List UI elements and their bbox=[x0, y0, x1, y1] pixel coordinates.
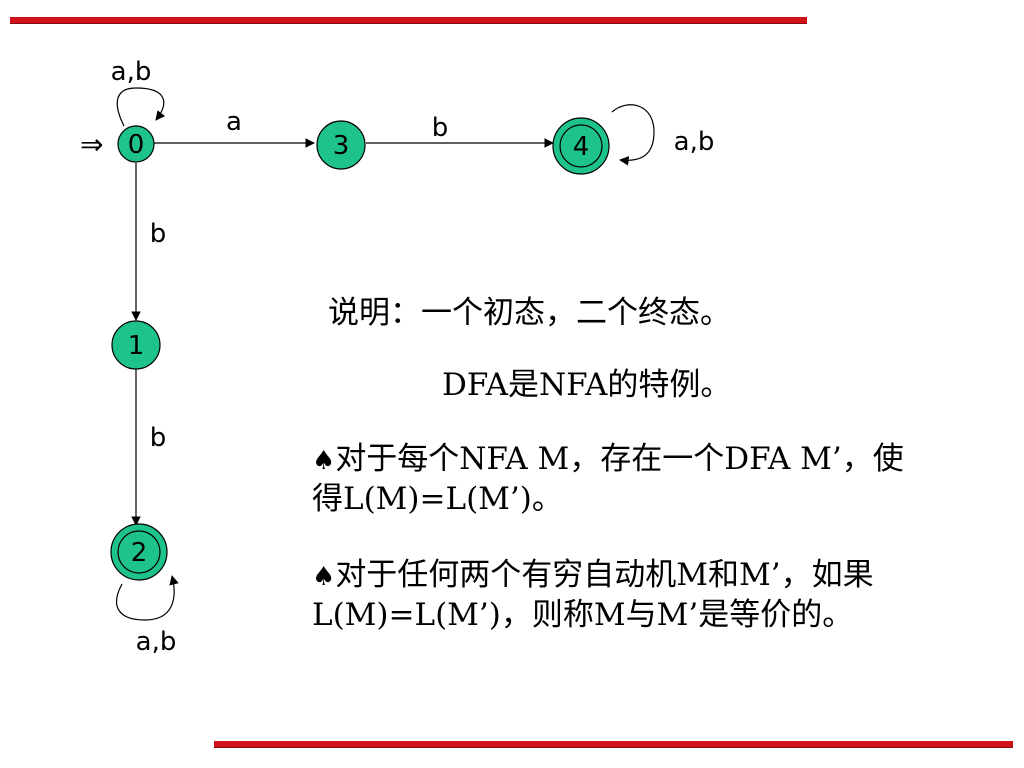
start-marker: ⇒ bbox=[80, 128, 103, 161]
note-title: 说明：一个初态，二个终态。 bbox=[328, 295, 731, 331]
note-point-1-text: 对于每个NFA M，存在一个DFA M’，使得L(M)=L(M’)。 bbox=[312, 441, 904, 517]
note-point-2: ♠对于任何两个有穷自动机M和M’，如果L(M)=L(M’)，则称M与M’是等价的… bbox=[312, 556, 922, 634]
state-0: 0 bbox=[117, 125, 155, 163]
edge-label-2-2: a,b bbox=[136, 627, 177, 657]
state-3: 3 bbox=[316, 120, 366, 170]
self-loop-0 bbox=[116, 87, 166, 127]
spade-bullet-icon: ♠ bbox=[312, 446, 336, 476]
edge-label-0-0: a,b bbox=[111, 57, 152, 87]
state-4: 4 bbox=[552, 117, 610, 175]
state-2: 2 bbox=[110, 523, 168, 581]
state-1-label: 1 bbox=[128, 331, 145, 361]
self-loop-4 bbox=[611, 104, 655, 166]
spade-bullet-icon: ♠ bbox=[312, 562, 336, 592]
state-0-label: 0 bbox=[128, 130, 145, 160]
edge-label-4-4: a,b bbox=[674, 127, 715, 157]
top-rule bbox=[10, 17, 807, 24]
edge-label-1-2: b bbox=[150, 423, 167, 453]
note-dfa-special: DFA是NFA的特例。 bbox=[442, 367, 732, 403]
edge-label-0-1: b bbox=[150, 219, 167, 249]
bottom-rule bbox=[214, 741, 1013, 748]
state-2-label: 2 bbox=[131, 538, 148, 568]
note-point-1: ♠对于每个NFA M，存在一个DFA M’，使得L(M)=L(M’)。 bbox=[312, 440, 922, 518]
state-4-label: 4 bbox=[573, 132, 590, 162]
edge-label-0-3: a bbox=[226, 107, 242, 137]
self-loop-2 bbox=[116, 575, 179, 621]
state-3-label: 3 bbox=[333, 131, 350, 161]
edge-label-3-4: b bbox=[432, 113, 449, 143]
state-1: 1 bbox=[111, 320, 161, 370]
note-point-2-text: 对于任何两个有穷自动机M和M’，如果L(M)=L(M’)，则称M与M’是等价的。 bbox=[312, 557, 874, 633]
